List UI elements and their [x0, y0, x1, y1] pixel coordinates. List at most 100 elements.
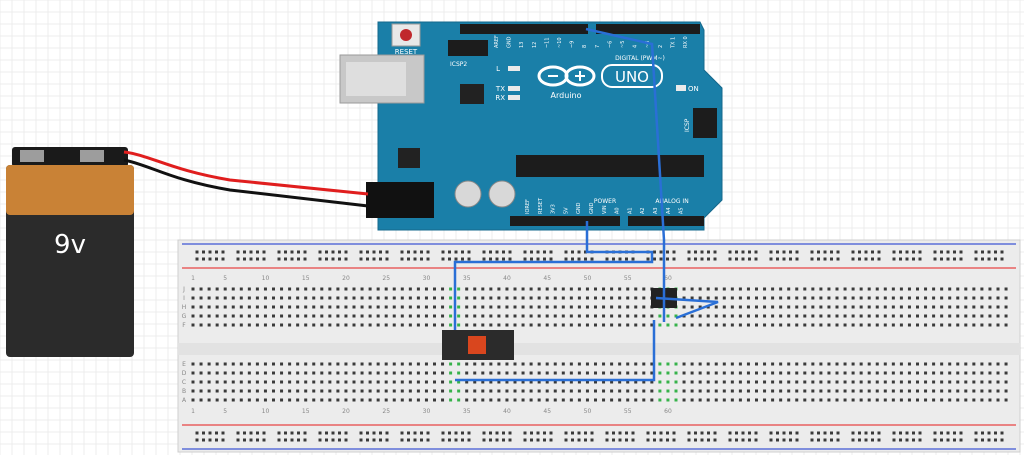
breadboard-hole — [467, 250, 471, 254]
breadboard-hole — [577, 323, 581, 327]
breadboard-hole — [325, 250, 328, 254]
breadboard-hole — [659, 250, 663, 254]
breadboard-hole — [827, 287, 831, 291]
breadboard-hole — [489, 314, 493, 318]
breadboard-hole — [408, 314, 412, 318]
breadboard-hole — [1004, 323, 1008, 327]
breadboard-hole — [899, 314, 903, 318]
breadboard-hole — [426, 250, 430, 254]
breadboard-hole — [787, 287, 791, 291]
breadboard-hole — [877, 431, 881, 435]
breadboard-hole — [924, 287, 928, 291]
column-number: 30 — [423, 408, 431, 415]
breadboard-hole — [634, 323, 638, 327]
breadboard-hole — [320, 314, 324, 318]
breadboard-hole — [372, 257, 376, 261]
breadboard-hole — [392, 305, 396, 309]
breadboard-hole — [746, 287, 750, 291]
breadboard-hole — [682, 380, 686, 384]
breadboard-hole — [996, 380, 1000, 384]
breadboard-hole — [924, 323, 928, 327]
breadboard-hole — [280, 371, 284, 375]
breadboard-hole — [296, 362, 300, 366]
breadboard-hole — [320, 305, 324, 309]
breadboard-hole — [590, 431, 594, 435]
breadboard-hole — [449, 314, 453, 318]
breadboard-hole — [497, 389, 501, 393]
breadboard-hole — [368, 287, 372, 291]
breadboard-hole — [602, 389, 606, 393]
breadboard-hole — [505, 287, 509, 291]
breadboard-hole — [360, 398, 364, 402]
breadboard-hole — [698, 380, 702, 384]
breadboard-hole — [221, 431, 225, 435]
breadboard-hole — [803, 287, 807, 291]
column-number: 30 — [423, 275, 431, 282]
breadboard-hole — [336, 323, 340, 327]
breadboard-hole — [191, 296, 195, 300]
breadboard-hole — [779, 371, 783, 375]
battery-label: 9v — [54, 230, 86, 260]
breadboard-hole — [682, 305, 686, 309]
breadboard-hole — [243, 438, 246, 442]
breadboard-hole — [207, 305, 211, 309]
breadboard-hole — [336, 371, 340, 375]
breadboard-hole — [602, 398, 606, 402]
breadboard-hole — [755, 398, 758, 402]
breadboard-hole — [569, 314, 573, 318]
breadboard-hole — [836, 431, 840, 435]
breadboard-hole — [987, 431, 991, 435]
digital-label: DIGITAL (PWM~) — [615, 55, 665, 62]
breadboard-hole — [835, 389, 839, 393]
breadboard-hole — [465, 362, 469, 366]
breadboard-hole — [714, 314, 718, 318]
breadboard-hole — [489, 362, 493, 366]
breadboard-hole — [755, 362, 758, 366]
breadboard-hole — [754, 438, 758, 442]
breadboard-hole — [376, 371, 380, 375]
breadboard-hole — [465, 323, 469, 327]
breadboard-hole — [634, 287, 638, 291]
breadboard-hole — [530, 431, 533, 435]
battery-terminal-right — [80, 150, 104, 162]
breadboard-hole — [851, 305, 855, 309]
breadboard-hole — [916, 287, 919, 291]
breadboard-hole — [553, 362, 557, 366]
breadboard-hole — [296, 380, 300, 384]
breadboard-hole — [255, 323, 259, 327]
breadboard-hole — [899, 362, 903, 366]
breadboard-hole — [328, 296, 332, 300]
breadboard-hole — [602, 362, 606, 366]
top-pin-label: 2 — [658, 45, 664, 48]
breadboard-hole — [508, 438, 512, 442]
breadboard-hole — [215, 314, 219, 318]
breadboard-hole — [454, 250, 458, 254]
breadboard-hole — [728, 438, 732, 442]
breadboard-hole — [907, 380, 911, 384]
led-rx — [508, 95, 520, 100]
breadboard-hole — [738, 323, 742, 327]
breadboard-hole — [918, 250, 922, 254]
breadboard-hole — [328, 398, 332, 402]
breadboard-hole — [610, 314, 614, 318]
breadboard-hole — [819, 398, 823, 402]
breadboard-hole — [239, 389, 243, 393]
breadboard-hole — [508, 257, 512, 261]
breadboard-hole — [741, 257, 745, 261]
breadboard-hole — [360, 296, 364, 300]
breadboard-hole — [360, 305, 364, 309]
breadboard-hole — [988, 380, 992, 384]
breadboard-hole — [741, 431, 745, 435]
breadboard-hole — [441, 438, 445, 442]
breadboard-hole — [827, 389, 831, 393]
bottom-pin-label: IOREF — [525, 199, 531, 214]
breadboard-hole — [642, 362, 646, 366]
breadboard-hole — [272, 305, 275, 309]
breadboard-hole — [819, 296, 823, 300]
breadboard-hole — [454, 438, 458, 442]
breadboard-hole — [956, 314, 960, 318]
breadboard-hole — [256, 257, 259, 261]
breadboard-hole — [959, 431, 963, 435]
breadboard-hole — [851, 431, 855, 435]
breadboard-hole — [561, 287, 565, 291]
